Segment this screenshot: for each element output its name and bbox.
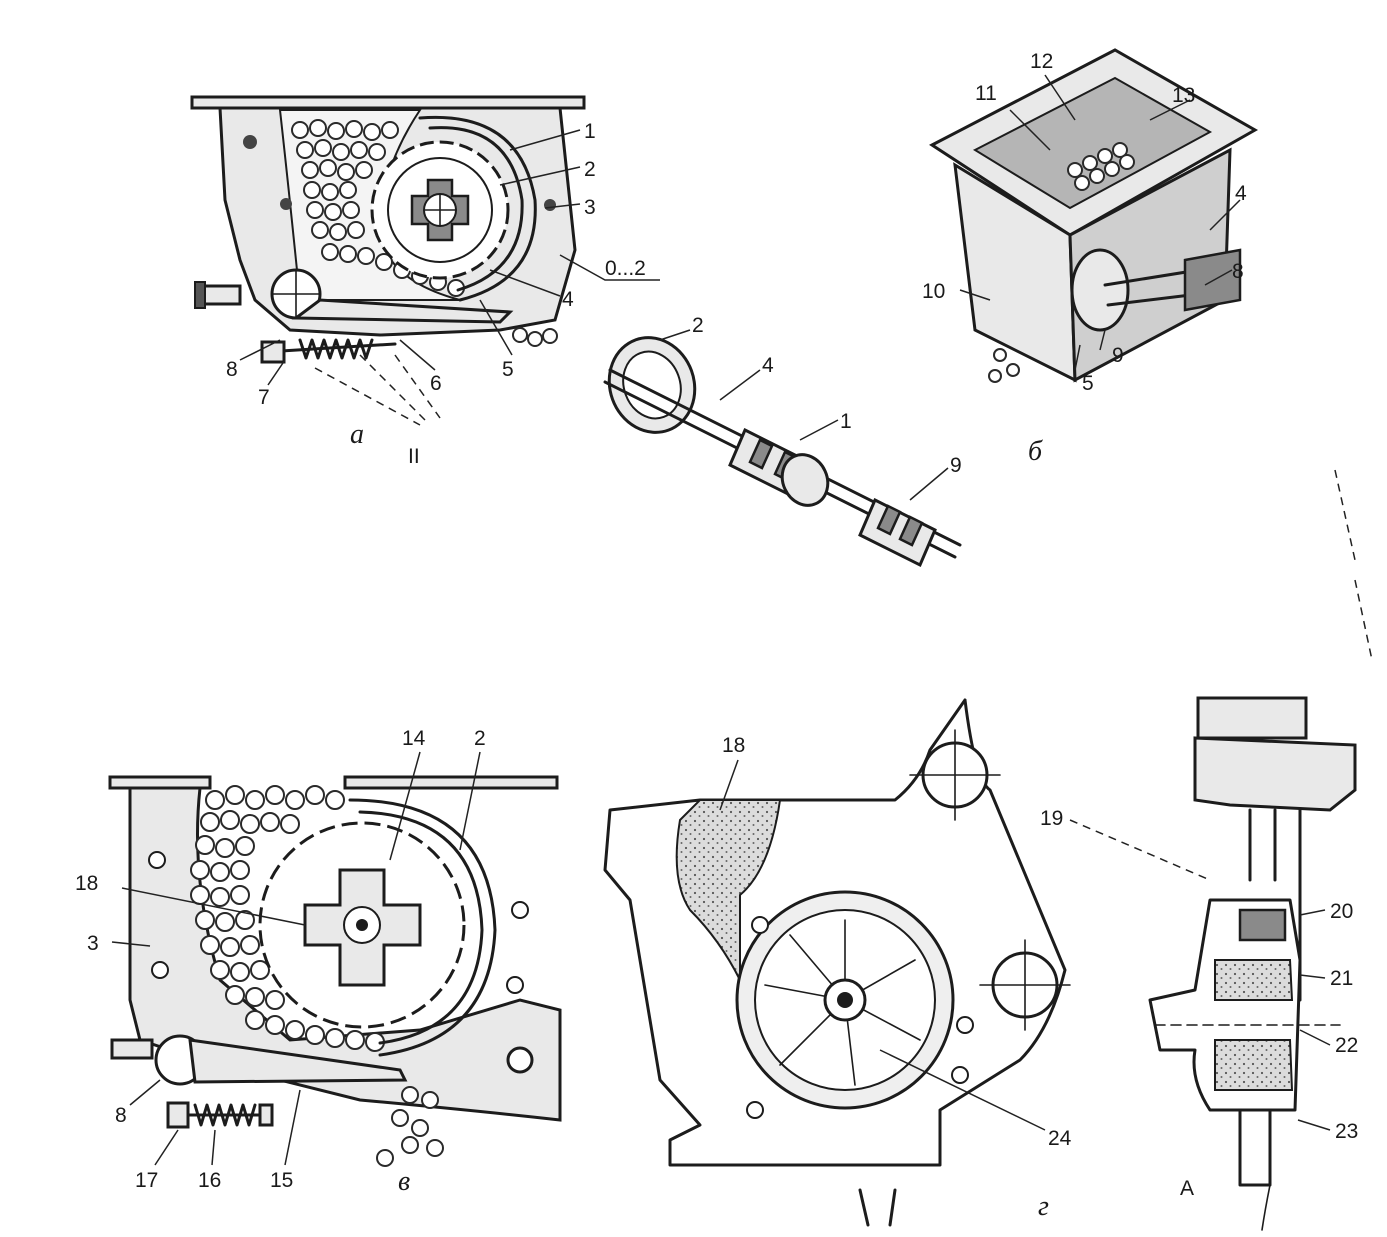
caption-v: в [398, 1166, 410, 1197]
callout-g-22: 22 [1335, 1034, 1358, 1057]
callout-b-10: 10 [922, 280, 945, 303]
callout-a-range: 0...2 [605, 257, 646, 280]
mount-hole-right [979, 939, 1071, 1031]
callout-shaft-4: 4 [762, 354, 774, 377]
seed-pile-a [291, 119, 465, 297]
callout-a-II: II [408, 445, 420, 468]
spring-a [260, 338, 397, 364]
mount-hole-top [909, 729, 1001, 821]
bottom-valve-v [110, 1034, 408, 1086]
callout-g-21: 21 [1330, 967, 1353, 990]
seed-pile-b [1067, 142, 1135, 191]
bottom-valve-lever-a [194, 268, 514, 324]
callout-v-16: 16 [198, 1169, 221, 1192]
callout-v-2: 2 [474, 727, 486, 750]
callout-g-19: 19 [1040, 807, 1063, 830]
callout-a-7: 7 [258, 386, 270, 409]
spring-v [166, 1101, 274, 1129]
callout-a-3: 3 [584, 196, 596, 219]
panel-v-sectional-meter: 14 2 18 3 8 17 16 15 в [75, 727, 562, 1197]
grooved-roller-v [258, 821, 466, 1029]
callout-a-1: 1 [584, 120, 596, 143]
callout-v-15: 15 [270, 1169, 293, 1192]
callout-b-8: 8 [1232, 260, 1244, 283]
seed-pile-v [190, 785, 385, 1052]
callout-g-18: 18 [722, 734, 745, 757]
grooved-roller-a [370, 140, 510, 280]
reel-housing [735, 890, 974, 1119]
callout-b-9: 9 [1112, 344, 1124, 367]
callout-shaft-2: 2 [692, 314, 704, 337]
shaft-roller-9 [858, 497, 937, 568]
callout-a-4: 4 [562, 288, 574, 311]
callout-g-24: 24 [1048, 1127, 1072, 1150]
scan-marks [1334, 469, 1373, 661]
panel-a-sectional-meter: 1 2 3 0...2 4 5 6 7 8 II а [190, 95, 660, 468]
callout-g-23: 23 [1335, 1120, 1358, 1143]
callout-shaft-1: 1 [840, 410, 852, 433]
callout-a-2: 2 [584, 158, 596, 181]
panel-b-shaft-assembly: 2 4 1 9 [603, 314, 962, 568]
callout-shaft-9: 9 [950, 454, 962, 477]
callout-v-18: 18 [75, 872, 98, 895]
callout-g-A: А [1180, 1177, 1194, 1200]
callout-v-17: 17 [135, 1169, 158, 1192]
callout-b-5: 5 [1082, 372, 1094, 395]
callout-b-4: 4 [1235, 182, 1247, 205]
callout-b-12: 12 [1030, 50, 1053, 73]
panel-g-side-section: 20 21 22 23 А [1148, 696, 1358, 1231]
panel-g-reel-meter: 18 19 24 г [603, 698, 1211, 1227]
callout-a-5: 5 [502, 358, 514, 381]
callout-v-3: 3 [87, 932, 99, 955]
callout-b-13: 13 [1172, 84, 1195, 107]
callout-a-6: 6 [430, 372, 442, 395]
callout-v-8: 8 [115, 1104, 127, 1127]
panel-b-perspective-meter: 11 12 13 4 10 8 9 5 б [922, 48, 1259, 467]
caption-b: б [1028, 436, 1043, 467]
caption-g: г [1038, 1191, 1049, 1222]
callout-b-11: 11 [975, 82, 997, 105]
caption-a: а [350, 419, 364, 450]
callout-v-14: 14 [402, 727, 426, 750]
callout-a-8: 8 [226, 358, 238, 381]
callout-g-20: 20 [1330, 900, 1353, 923]
